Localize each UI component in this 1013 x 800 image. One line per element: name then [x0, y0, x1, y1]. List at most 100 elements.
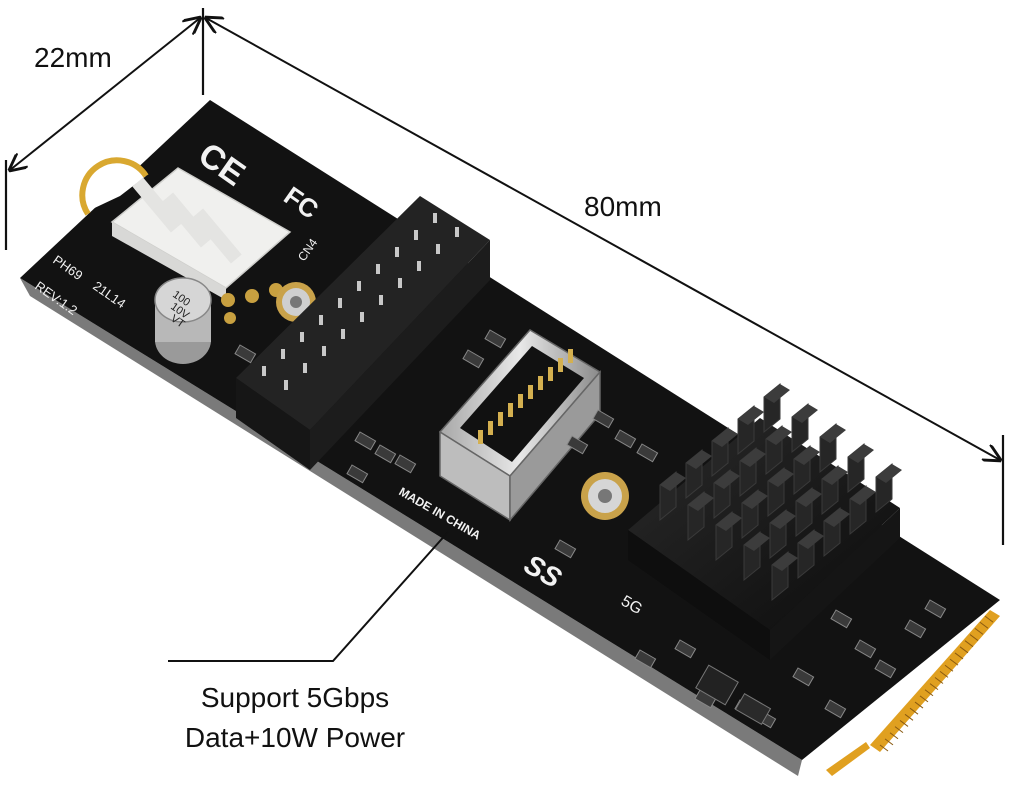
- regulator-chip: [734, 693, 772, 725]
- heatsink-fin-top: [822, 466, 848, 485]
- smd-part: [636, 443, 659, 463]
- header-pin: [395, 247, 399, 257]
- length-dimension-label: 80mm: [584, 191, 662, 222]
- contact-separator: [894, 726, 904, 733]
- header-pin: [284, 380, 288, 390]
- heatsink-fin-top: [796, 488, 822, 507]
- heatsink-fin-top: [660, 472, 686, 491]
- smd-part: [904, 619, 927, 639]
- contact-separator: [944, 664, 954, 672]
- heatsink-fin-top: [740, 448, 766, 467]
- smd-part: [484, 329, 507, 349]
- header-pin: [376, 264, 380, 274]
- contact-separator: [884, 738, 894, 746]
- smd-part: [554, 539, 577, 559]
- type-e-pin: [478, 430, 483, 444]
- pcb-edge: [20, 278, 802, 776]
- contact-separator: [909, 707, 919, 715]
- header-pin: [398, 278, 402, 288]
- usb-19pin-header: [236, 196, 490, 470]
- smd-part: [830, 609, 853, 629]
- mounting-notch: [79, 157, 149, 216]
- heatsink-fin-top: [688, 492, 714, 511]
- smd-part: [614, 429, 637, 449]
- heatsink-fin-top: [764, 384, 790, 403]
- contact-separator: [979, 621, 989, 629]
- contact-separator: [954, 652, 964, 660]
- dimension-lines: [4, 8, 1003, 545]
- header-pin: [262, 366, 266, 376]
- header-pin: [455, 227, 459, 237]
- heatsink-fin-top: [772, 552, 798, 571]
- callout-leader: [168, 531, 449, 662]
- contact-separator: [919, 695, 929, 703]
- header-pin: [414, 230, 418, 240]
- capacitor: [154, 277, 212, 364]
- heatsink-fin-top: [792, 404, 818, 423]
- type-e-pin: [498, 412, 503, 426]
- header-pin: [341, 329, 345, 339]
- contact-separator: [964, 640, 974, 648]
- smd-part: [792, 667, 815, 687]
- heatsink-fin-top: [798, 530, 824, 549]
- smd-part: [462, 349, 485, 369]
- type-e-pin: [558, 358, 563, 372]
- type-e-pin: [488, 421, 493, 435]
- header-pin: [319, 315, 323, 325]
- header-pin: [357, 281, 361, 291]
- type-e-pin: [568, 349, 573, 363]
- screw-standoffs: [276, 282, 629, 520]
- contact-separator: [929, 683, 939, 691]
- smd-part: [924, 599, 947, 619]
- heatsink-fin-top: [768, 468, 794, 487]
- heatsink-fin-top: [712, 428, 738, 447]
- smd-part: [854, 639, 877, 659]
- smd-part: [234, 344, 257, 364]
- contact-separator: [899, 720, 909, 727]
- width-dimension-label: 22mm: [34, 42, 112, 73]
- heatsink-fin-top: [850, 486, 876, 505]
- gold-contacts: [826, 610, 1000, 776]
- header-pin: [436, 244, 440, 254]
- callout-line-1: Support 5Gbps: [200, 682, 390, 713]
- smd-components: [234, 329, 947, 729]
- type-e-connector: [438, 329, 602, 523]
- smd-part: [674, 639, 697, 659]
- heatsink-fin-top: [848, 444, 874, 463]
- heatsink-fin-top: [820, 424, 846, 443]
- smd-part: [634, 649, 657, 669]
- contact-separator: [959, 646, 969, 654]
- contact-separator: [969, 634, 979, 641]
- heatsink-fin-top: [770, 510, 796, 529]
- heatsink: [628, 382, 902, 660]
- heatsink-fin-top: [794, 446, 820, 465]
- inductor: [695, 664, 739, 706]
- type-e-pin: [518, 394, 523, 408]
- type-e-pin: [528, 385, 533, 399]
- header-pin: [417, 261, 421, 271]
- header-pin: [379, 295, 383, 305]
- contact-separator: [904, 713, 914, 721]
- header-pin: [322, 346, 326, 356]
- contact-separator: [889, 732, 899, 740]
- contact-separator: [924, 689, 934, 697]
- smd-part: [824, 699, 847, 719]
- contact-separator: [984, 615, 994, 623]
- contact-separator: [939, 670, 949, 678]
- header-pin: [360, 312, 364, 322]
- contact-separator: [879, 744, 889, 752]
- type-e-pin: [538, 376, 543, 390]
- heatsink-fin-top: [744, 532, 770, 551]
- heatsink-fin-top: [716, 512, 742, 531]
- heatsink-fin-top: [714, 470, 740, 489]
- header-pin: [303, 363, 307, 373]
- header-pin: [300, 332, 304, 342]
- header-pin: [433, 213, 437, 223]
- heatsink-fin-top: [742, 490, 768, 509]
- contact-separator: [934, 677, 944, 684]
- smd-part: [346, 464, 369, 484]
- header-pin: [281, 349, 285, 359]
- smd-part: [592, 409, 615, 429]
